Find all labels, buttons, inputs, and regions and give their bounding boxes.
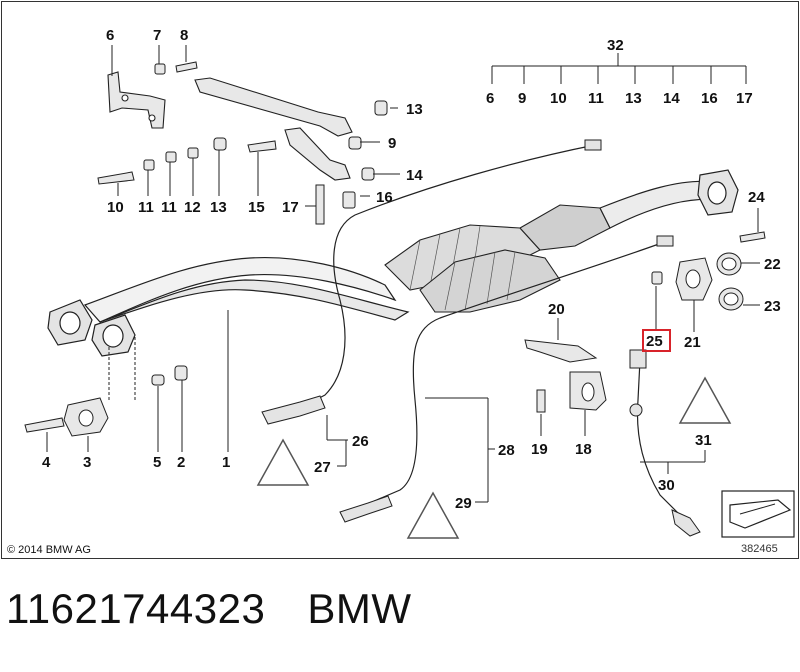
front-exhaust-pipe [83, 256, 410, 323]
front-flange-left [47, 299, 93, 346]
callout-23: 23 [764, 298, 781, 315]
callout-29: 29 [455, 495, 472, 512]
callout-9: 9 [388, 135, 396, 152]
callout-7: 7 [153, 27, 161, 44]
callout-19: 19 [531, 441, 548, 458]
parts-diagram: 6 7 8 13 9 14 16 17 10 11 11 12 13 15 32… [1, 1, 799, 559]
catalytic-converter-2 [419, 249, 561, 313]
group32-item-4: 13 [625, 90, 642, 107]
callout-5: 5 [153, 454, 161, 471]
callout-13-left: 13 [210, 199, 227, 216]
callout-22: 22 [764, 256, 781, 273]
part-caption: 11621744323 BMW [6, 585, 796, 645]
catalytic-converter-1 [384, 204, 611, 291]
callout-labels: 6 7 8 13 9 14 16 17 10 11 11 12 13 15 32… [42, 27, 781, 512]
diagram-border [1, 1, 799, 559]
callout-13-top: 13 [406, 101, 423, 118]
rear-flange [697, 169, 739, 216]
diagram-reference-number: 382465 [741, 543, 778, 555]
callout-6: 6 [106, 27, 114, 44]
leader-lines [46, 45, 760, 503]
callout-28: 28 [498, 442, 515, 459]
callout-12: 12 [184, 199, 201, 216]
callout-18: 18 [575, 441, 592, 458]
oxygen-sensors [261, 139, 701, 537]
callout-3: 3 [83, 454, 91, 471]
callout-17: 17 [282, 199, 299, 216]
callout-27: 27 [314, 459, 331, 476]
group32-item-5: 14 [663, 90, 680, 107]
direction-arrow-icon [721, 490, 795, 538]
callout-16: 16 [376, 189, 393, 206]
callout-1: 1 [222, 454, 230, 471]
callout-20: 20 [548, 301, 565, 318]
callout-24: 24 [748, 189, 765, 206]
warning-triangle-icons [256, 376, 732, 539]
callout-21: 21 [684, 334, 701, 351]
group32-item-1: 9 [518, 90, 526, 107]
brand-name: BMW [307, 585, 412, 632]
callout-2: 2 [177, 454, 185, 471]
callout-32: 32 [607, 37, 624, 54]
bracket-6 [107, 71, 166, 129]
group32-item-2: 10 [550, 90, 567, 107]
callout-25-highlighted: 25 [646, 333, 663, 350]
group32-item-6: 16 [701, 90, 718, 107]
callout-31: 31 [695, 432, 712, 449]
callout-11-a: 11 [138, 199, 154, 216]
callout-26: 26 [352, 433, 369, 450]
callout-10: 10 [107, 199, 124, 216]
copyright-notice: © 2014 BMW AG [7, 544, 91, 556]
group32-item-7: 17 [736, 90, 753, 107]
part-number: 11621744323 [6, 585, 266, 632]
highlight-box-part-25 [642, 329, 671, 352]
front-flange-right [91, 314, 136, 357]
callout-30: 30 [658, 477, 675, 494]
callout-4: 4 [42, 454, 51, 471]
bracket-9 [194, 77, 353, 181]
callout-15: 15 [248, 199, 265, 216]
callout-11-b: 11 [161, 199, 177, 216]
hardware-nuts-bolts [24, 61, 766, 437]
group32-item-0: 6 [486, 90, 494, 107]
callout-8: 8 [180, 27, 188, 44]
group32-item-3: 11 [588, 90, 604, 107]
callout-14: 14 [406, 167, 423, 184]
